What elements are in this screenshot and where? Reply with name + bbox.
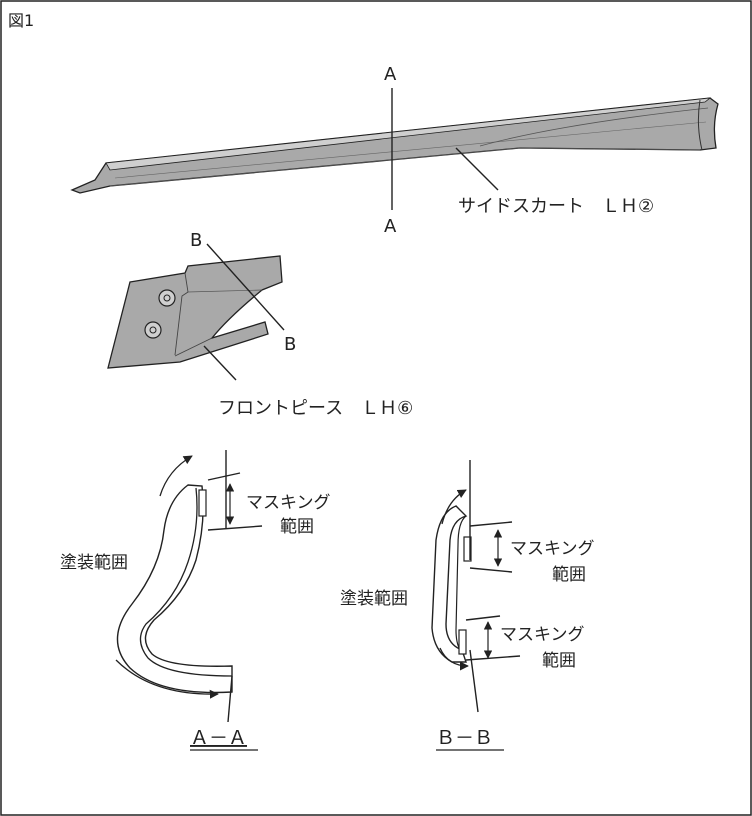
front-piece-part <box>107 255 283 369</box>
a-a-bottom-line <box>227 675 233 723</box>
a-a-masking-label-2: 範囲 <box>280 517 314 537</box>
side-skirt-leader <box>455 147 499 191</box>
a-a-paint-label: 塗装範囲 <box>60 552 128 573</box>
b-b-masking-upper-2: 範囲 <box>552 565 586 585</box>
section-line-b <box>206 243 285 331</box>
section-mark-a-bottom: A <box>384 216 397 237</box>
b-b-bottom-line <box>469 649 479 713</box>
side-skirt-part <box>70 97 719 194</box>
section-mark-a-top: A <box>384 64 397 85</box>
b-b-paint-arrow-top <box>441 489 467 525</box>
b-b-lower-ext-top <box>465 615 501 621</box>
front-piece-leader <box>203 345 237 381</box>
front-piece-label: フロントピース ＬＨ⑥ <box>218 398 413 419</box>
b-b-lower-ext-bottom <box>465 655 521 661</box>
b-b-masking-lower-2: 範囲 <box>542 651 576 671</box>
a-a-mask-ext-bottom <box>207 525 263 531</box>
b-b-paint-label: 塗装範囲 <box>340 588 408 609</box>
a-a-masking-label-1: マスキング <box>246 493 331 513</box>
b-b-upper-ext-top <box>469 521 513 527</box>
b-b-masking-upper-1: マスキング <box>510 539 595 559</box>
section-b-b-profile <box>431 505 472 663</box>
b-b-paint-arrow-bottom <box>439 647 469 671</box>
section-mark-b-bottom: B <box>284 334 296 355</box>
b-b-title: Ｂ－Ｂ <box>436 727 493 749</box>
b-b-upper-ext-bottom <box>469 567 513 573</box>
a-a-paint-arrow-bottom <box>115 659 219 699</box>
a-a-mask-ext-top <box>207 472 241 481</box>
a-a-title: Ａ－Ａ <box>190 727 247 749</box>
side-skirt-label: サイドスカート ＬＨ② <box>458 196 654 217</box>
a-a-paint-arrow-top <box>159 455 193 497</box>
b-b-masking-lower-1: マスキング <box>500 625 585 645</box>
section-mark-b-top: B <box>190 230 202 251</box>
figure-label: 図1 <box>8 11 34 30</box>
section-a-a-profile <box>116 484 233 694</box>
